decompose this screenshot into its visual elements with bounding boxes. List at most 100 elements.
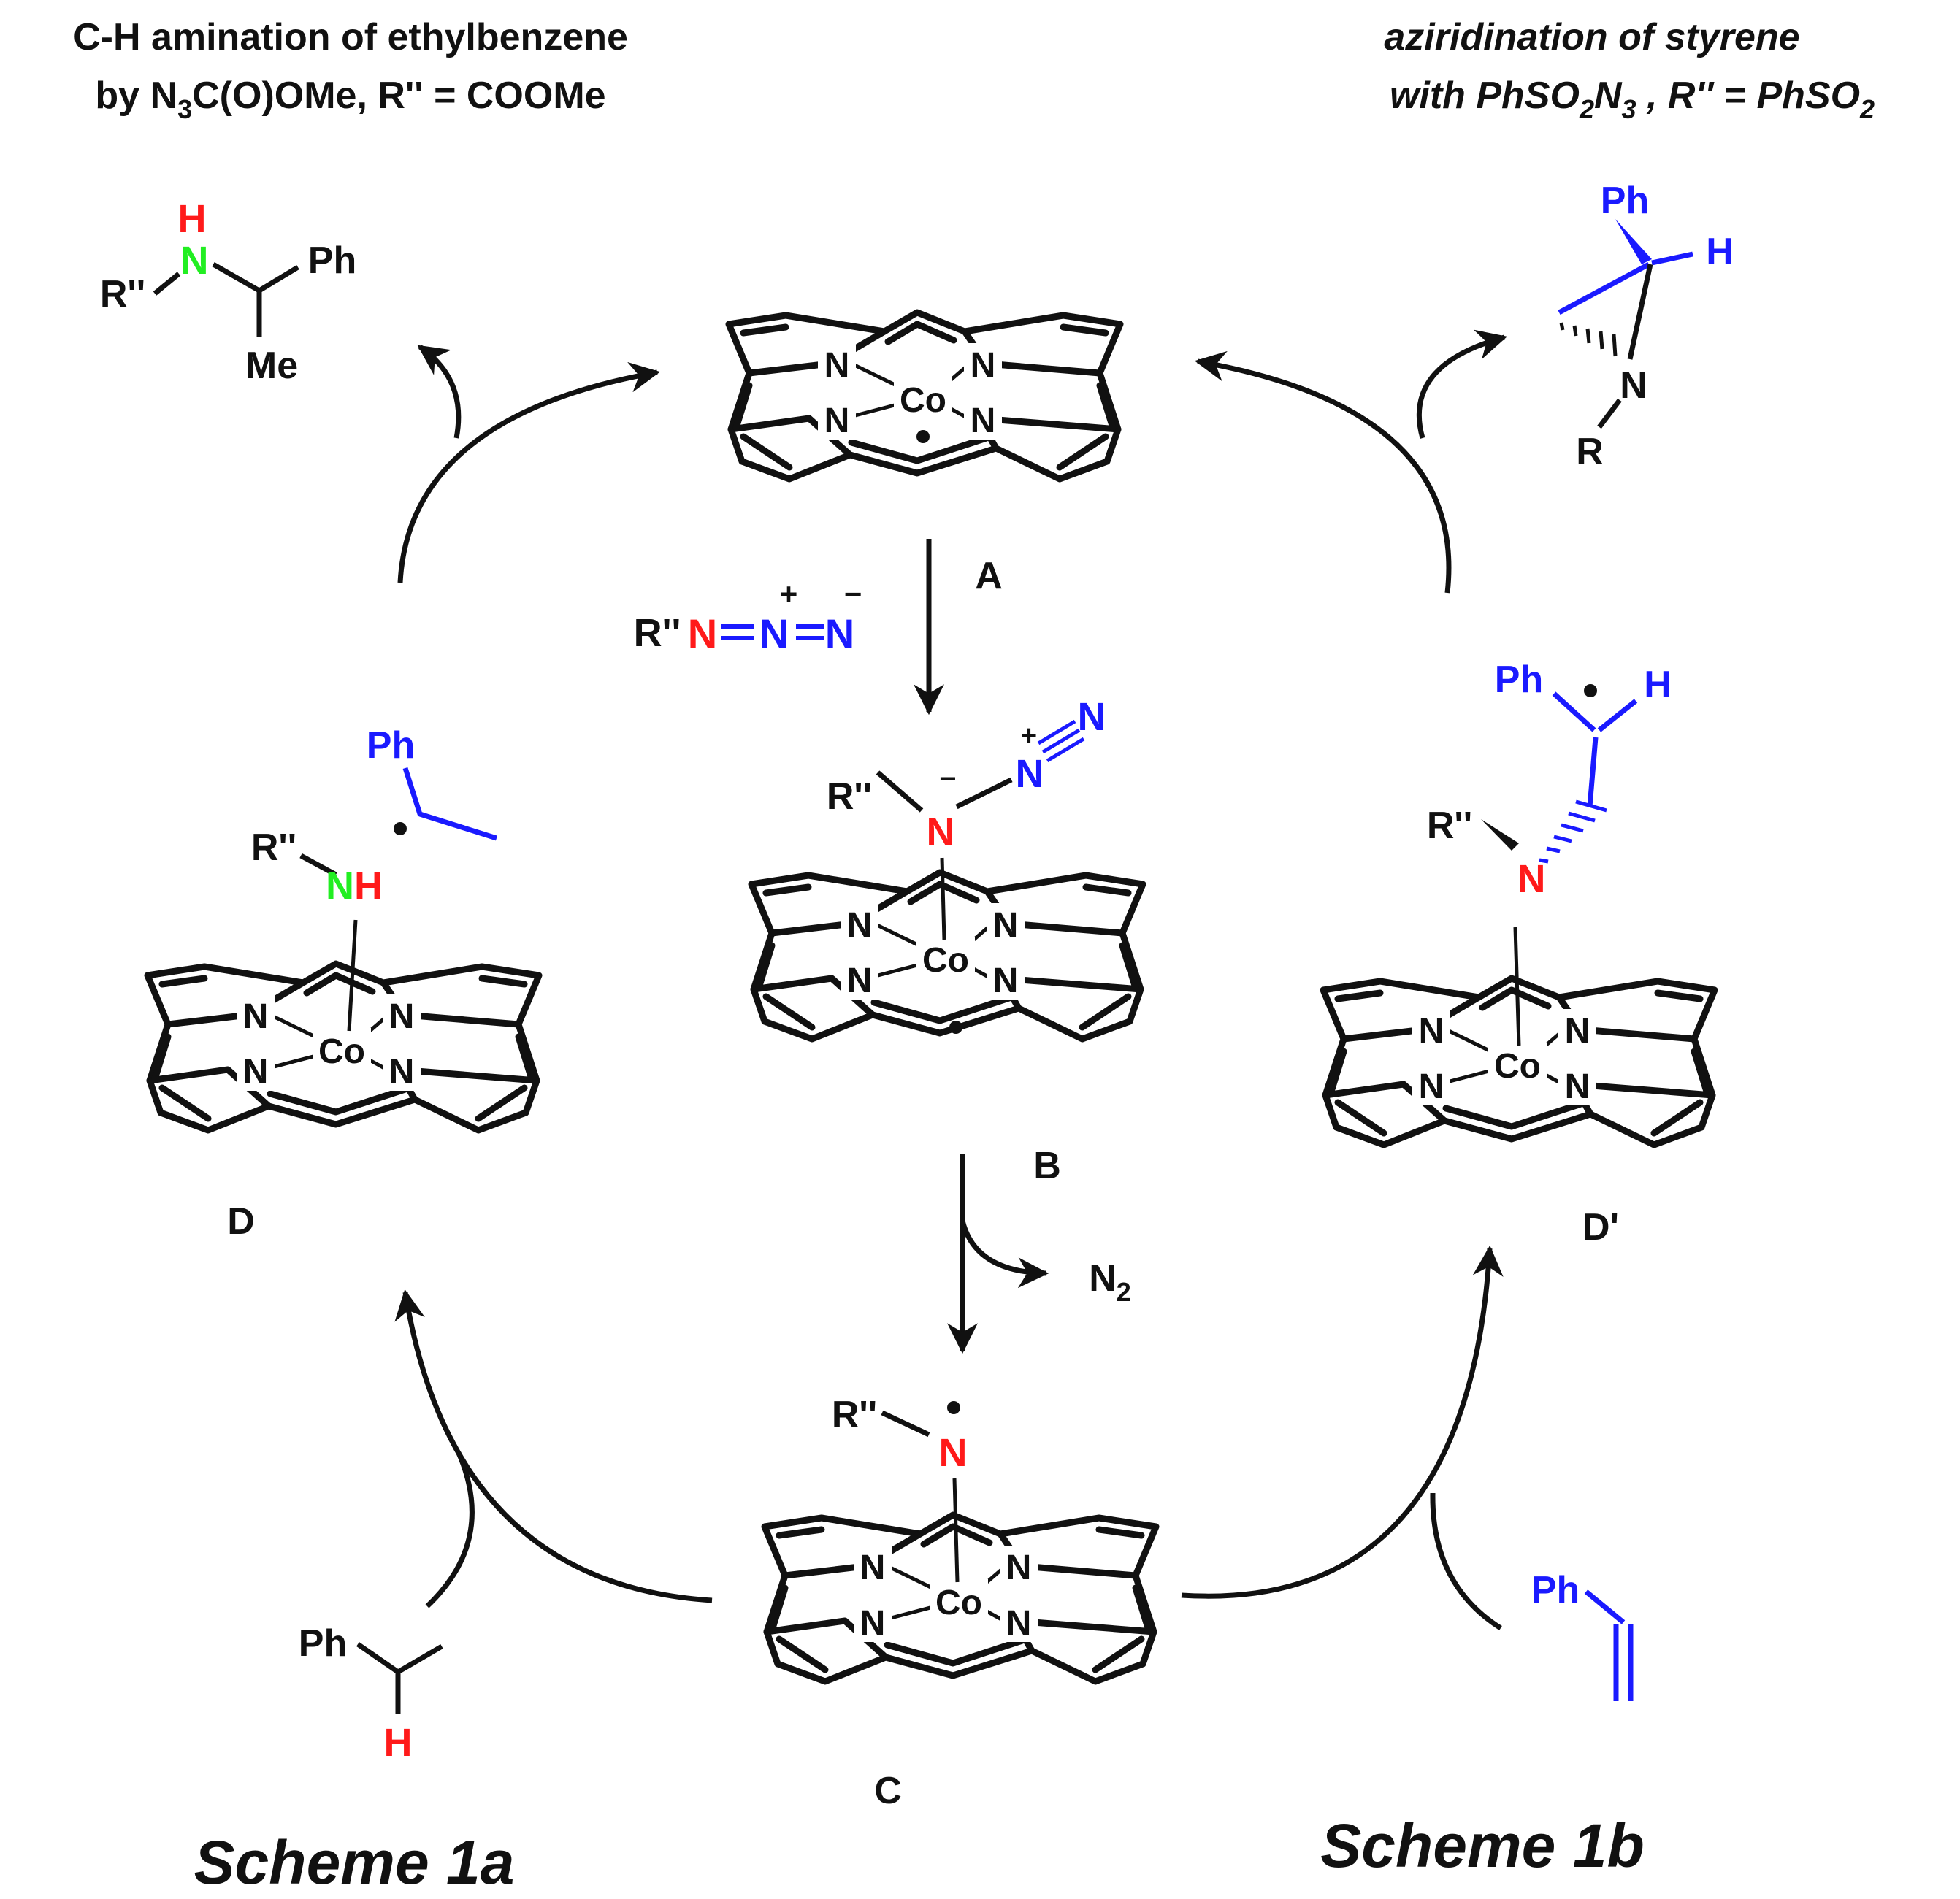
pyrrole-n: N <box>847 962 873 1000</box>
pyrrole-n: N <box>1565 1012 1590 1051</box>
amine-nitrogen: N <box>180 239 209 283</box>
cobalt-center: Co <box>318 1032 365 1071</box>
aziridine-product: Ph H N R <box>1558 180 1734 473</box>
pyrrole-n: N <box>243 997 269 1036</box>
amido-nitrogen: N <box>927 810 955 854</box>
pyrrole-n: N <box>971 346 996 385</box>
methyl: Me <box>245 345 298 387</box>
co-n-bond <box>1513 927 1521 1046</box>
pyrrole-n: N <box>824 402 850 440</box>
curved-arrow-icon <box>1181 1245 1504 1599</box>
header-left-line2: by N3C(O)OMe, R'' = COOMe <box>95 74 605 124</box>
curved-arrow-icon <box>960 1220 1049 1289</box>
label-A: A <box>975 555 1003 597</box>
phenyl: Ph <box>1531 1569 1580 1611</box>
complex-A: N N N N Co <box>729 312 1120 479</box>
plus-charge: + <box>1021 721 1037 751</box>
nitrogen-gas: N2 <box>1089 1257 1131 1307</box>
curved-arrow-icon <box>417 345 462 439</box>
pyrrole-n: N <box>993 906 1019 945</box>
complex-D-prime: N N N N Co <box>1323 927 1715 1145</box>
hydrogen: H <box>1644 664 1672 706</box>
b-ligand: R'' N − N + N <box>827 695 1106 854</box>
header-right-line2: with PhSO2N3 , R'' = PhSO2 <box>1390 74 1875 124</box>
label-D-prime: D' <box>1582 1206 1619 1248</box>
azide-n1: N <box>688 610 717 656</box>
plus-charge: + <box>780 577 798 611</box>
styrene: Ph <box>1531 1569 1634 1701</box>
pyrrole-n: N <box>824 346 850 385</box>
reaction-arrow-icon <box>914 539 978 1354</box>
radical-dot-icon <box>947 1401 960 1414</box>
pyrrole-n: N <box>860 1549 886 1587</box>
phenyl: Ph <box>299 1622 347 1665</box>
r-group: R'' <box>251 826 296 869</box>
hydrogen: H <box>178 197 207 241</box>
label-C: C <box>874 1770 902 1812</box>
r-group: R'' <box>1427 805 1472 847</box>
r-group: R <box>1576 431 1604 473</box>
hydrogen: H <box>1706 231 1734 273</box>
phenyl: Ph <box>1601 180 1649 222</box>
pyrrole-n: N <box>1419 1012 1444 1051</box>
d-ligand: R'' NH Ph <box>251 724 498 908</box>
cobalt-center: Co <box>900 381 946 420</box>
phenyl: Ph <box>367 724 415 767</box>
radical-dot-icon <box>949 1021 962 1034</box>
curved-arrow-icon <box>425 1451 475 1608</box>
amido-nitrogen: N <box>1517 857 1546 901</box>
aziridine-nitrogen: N <box>1620 364 1647 407</box>
pyrrole-n: N <box>1006 1549 1032 1587</box>
scheme-1b-label: Scheme 1b <box>1320 1811 1645 1880</box>
pyrrole-n: N <box>1006 1604 1032 1643</box>
pyrrole-n: N <box>860 1604 886 1643</box>
header-left-line1: C-H amination of ethylbenzene <box>73 16 628 58</box>
pyrrole-n: N <box>971 402 996 440</box>
c-ligand: R'' N <box>832 1394 968 1475</box>
co-n-bond <box>952 1478 960 1583</box>
nitrene-nitrogen: N <box>939 1431 968 1475</box>
cobalt-center: Co <box>1494 1047 1541 1086</box>
cobalt-center: Co <box>922 941 969 980</box>
header-right-line1: aziridination of styrene <box>1384 16 1799 58</box>
pyrrole-n: N <box>389 997 415 1036</box>
pyrrole-n: N <box>1565 1067 1590 1106</box>
curved-arrow-icon <box>1430 1492 1502 1630</box>
azide-reagent: R'' N N N + − <box>634 577 862 656</box>
curved-arrow-icon <box>397 361 661 583</box>
ethylbenzene: Ph H <box>299 1622 443 1765</box>
complex-D: N N N N Co <box>148 919 539 1130</box>
r-group: R'' <box>634 611 681 655</box>
minus-charge: − <box>939 763 956 795</box>
phenyl: Ph <box>1495 659 1543 701</box>
radical-dot-icon <box>394 822 407 835</box>
d-prime-ligand: R'' N Ph H <box>1427 659 1672 901</box>
minus-charge: − <box>844 577 862 611</box>
azide-n-plus: N <box>1016 752 1044 796</box>
co-n-bond <box>347 919 358 1032</box>
pyrrole-n: N <box>1419 1067 1444 1106</box>
curved-arrow-icon <box>1416 329 1508 439</box>
curved-arrow-icon <box>1194 350 1452 594</box>
complex-C: N N N N Co <box>765 1478 1156 1681</box>
cobalt-center: Co <box>935 1584 982 1622</box>
hashed-bond <box>1539 799 1607 864</box>
amine-product: H N R'' Ph Me <box>100 197 356 387</box>
r-group: R'' <box>827 775 872 818</box>
azide-n-terminal: N <box>1078 695 1106 739</box>
complex-B: N N N N Co <box>751 857 1143 1039</box>
r-group: R'' <box>100 273 145 315</box>
azide-n2: N <box>759 610 789 656</box>
curved-arrow-icon <box>394 1289 713 1603</box>
label-D: D <box>227 1200 255 1243</box>
hashed-bond <box>1559 322 1618 357</box>
pyrrole-n: N <box>243 1053 269 1092</box>
pyrrole-n: N <box>993 962 1019 1000</box>
azide-n3: N <box>825 610 854 656</box>
scheme-1a-label: Scheme 1a <box>194 1828 515 1897</box>
label-B: B <box>1033 1145 1061 1187</box>
r-group: R'' <box>832 1394 877 1436</box>
radical-dot-icon <box>916 430 930 443</box>
radical-dot-icon <box>1584 684 1597 697</box>
